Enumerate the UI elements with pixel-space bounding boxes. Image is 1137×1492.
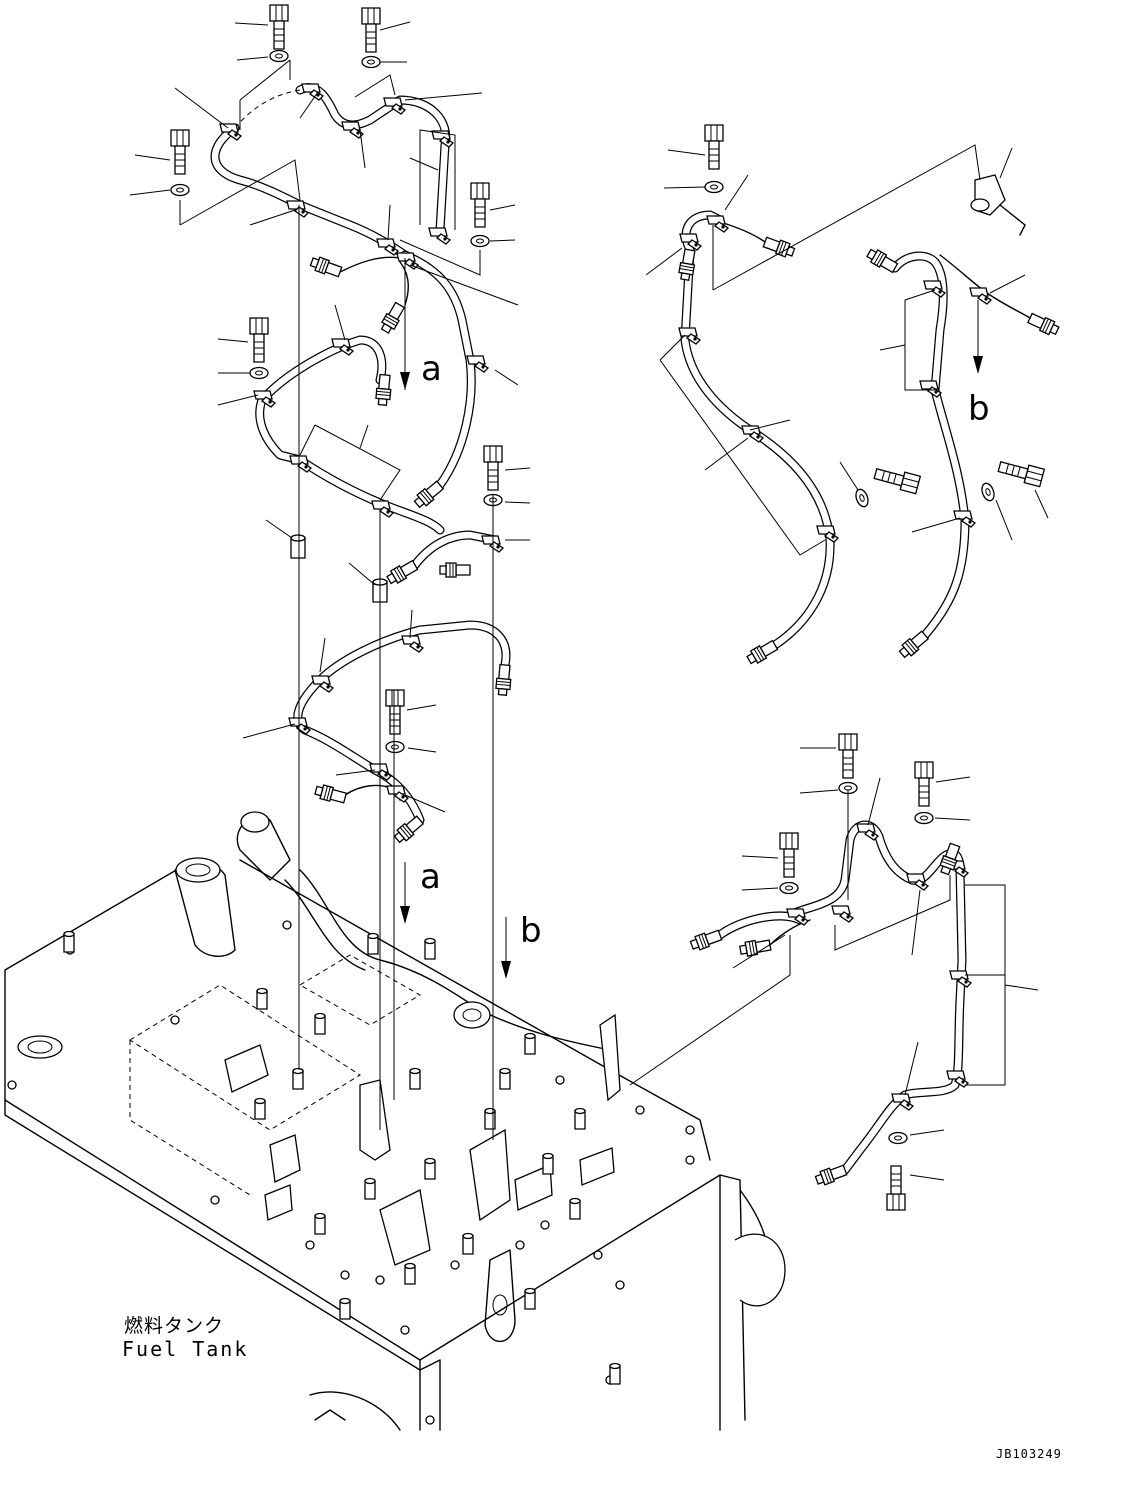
view-letter-a-lower: a: [420, 857, 441, 897]
view-letter-b-lower: b: [520, 911, 542, 951]
hose-clamps: [219, 83, 992, 1111]
view-letter-b-right: b: [968, 389, 990, 429]
view-letter-a-upper: a: [421, 349, 442, 389]
fuel-tank-label-english: Fuel Tank: [122, 1337, 249, 1361]
fuel-tank-label-japanese: 燃料タンク: [124, 1315, 225, 1337]
assembly-lines: [179, 59, 1006, 1140]
washers: [170, 49, 997, 1145]
leader-lines: [129, 21, 1049, 1181]
spacers: [290, 534, 388, 603]
direction-arrows: [400, 325, 983, 979]
drawing-id: JB103249: [996, 1447, 1062, 1461]
fuel-tank: [4, 811, 786, 1431]
hose-lower-right: [715, 820, 967, 1175]
hose-right-b: [890, 174, 1031, 640]
hose-upper-left: [210, 83, 476, 490]
